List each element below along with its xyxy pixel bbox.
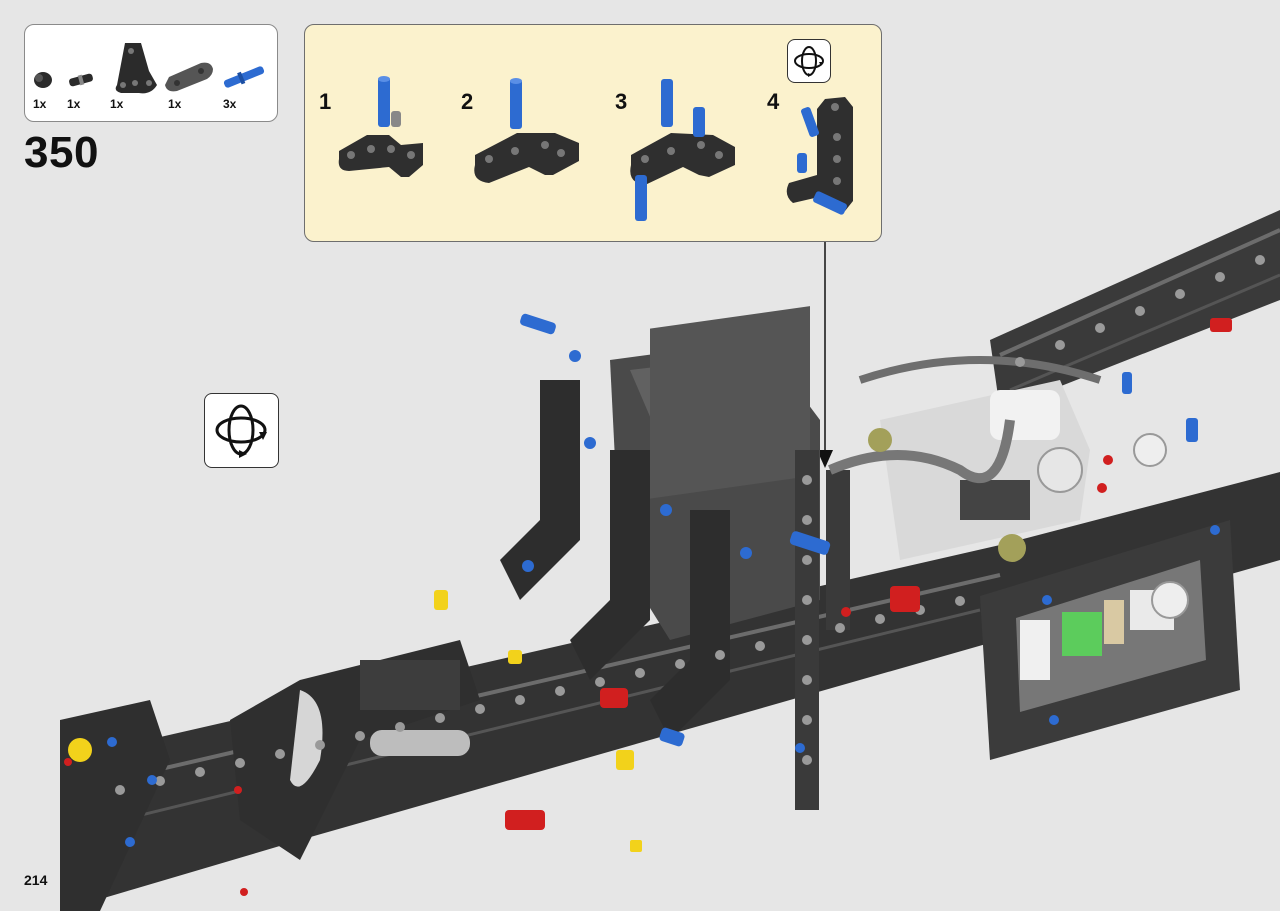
sub-step-2-number: 2 (461, 89, 474, 114)
sub-step-3-number: 3 (615, 89, 628, 114)
blue-pins (107, 313, 1220, 847)
sub-assembly-callout: 1 2 3 4 (304, 24, 882, 242)
part-qty-3: 1x (110, 97, 124, 111)
black-triangle-beam-icon (115, 43, 157, 94)
black-bush-icon (34, 72, 52, 88)
red-accents (64, 318, 1232, 896)
white-gears (1133, 433, 1189, 619)
olive-connectors (868, 428, 1026, 562)
part-qty-5: 3x (223, 97, 237, 111)
sub-step-4-illustration (786, 97, 853, 215)
sub-step-1-number: 1 (319, 89, 332, 114)
parts-illustrations (34, 43, 265, 94)
sub-step-2-illustration (474, 78, 579, 183)
yellow-accents (68, 590, 642, 852)
part-qty-1: 1x (33, 97, 47, 111)
sub-step-1-illustration (338, 76, 423, 177)
ribbon-cable (828, 356, 1102, 484)
vertical-beam (795, 450, 850, 810)
black-connector-pin-icon (69, 73, 93, 87)
blue-axle-pin-icon (223, 66, 265, 88)
sub-step-illustrations (338, 76, 853, 221)
part-qty-4: 1x (168, 97, 182, 111)
sub-step-4-number: 4 (767, 89, 780, 114)
upper-chassis-rail (990, 210, 1280, 410)
beam-holes (115, 255, 1265, 795)
page-number: 214 (24, 872, 48, 888)
parts-list: 1x 1x 1x 1x 3x (24, 24, 278, 122)
part-qty-2: 1x (67, 97, 81, 111)
rotate-model-icon (787, 39, 831, 83)
step-number: 350 (24, 128, 99, 177)
callout-pointer-arrow (817, 242, 833, 468)
sub-step-3-illustration (630, 79, 735, 221)
curved-panels (500, 380, 730, 740)
rotate-model-icon (204, 393, 279, 468)
motor-box (610, 306, 820, 640)
dark-gray-beam-icon (165, 62, 213, 92)
